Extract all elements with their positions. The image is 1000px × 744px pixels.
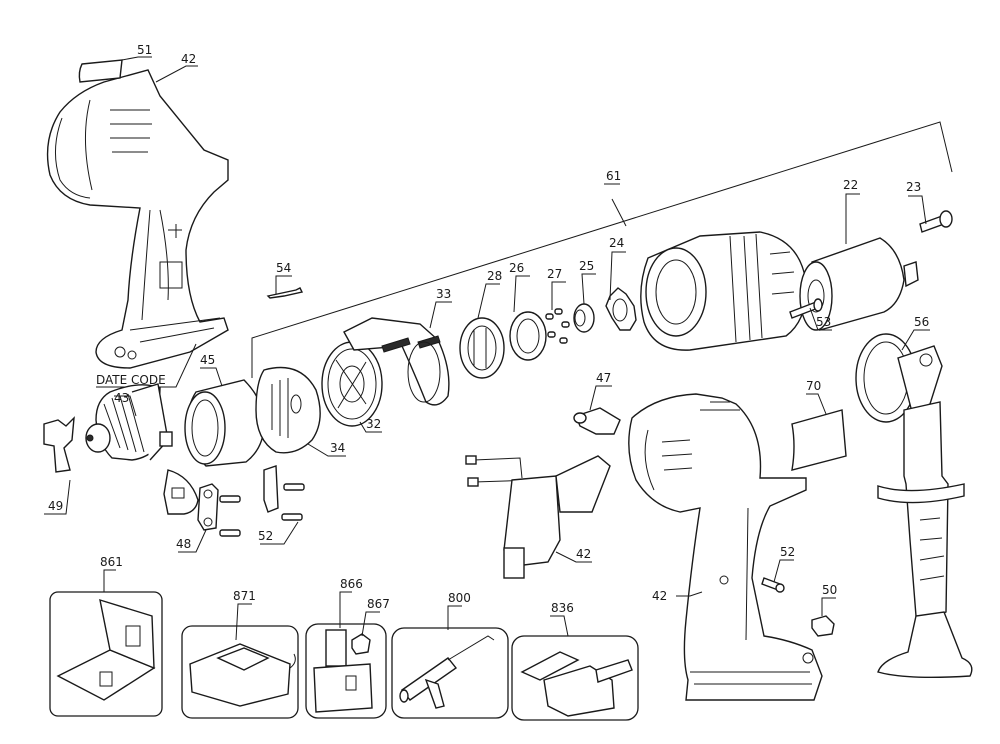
brush-holders[interactable] xyxy=(43,416,199,515)
accessory-battery[interactable] xyxy=(305,623,387,719)
callout-32[interactable]: 32 xyxy=(366,417,381,431)
callout-861[interactable]: 861 xyxy=(100,555,123,569)
callout-47[interactable]: 48 xyxy=(176,537,191,551)
leader-22 xyxy=(845,193,860,244)
callout-26[interactable]: 25 xyxy=(579,259,594,273)
ring-gear[interactable] xyxy=(459,317,505,379)
callout-800[interactable]: 800 xyxy=(448,591,471,605)
clip[interactable] xyxy=(811,615,835,637)
callout-27[interactable]: 27 xyxy=(547,267,562,281)
leader-54 xyxy=(275,275,292,294)
callout-52-left[interactable]: 52 xyxy=(258,529,273,543)
callout-56[interactable]: 56 xyxy=(914,315,929,329)
chuck-screw[interactable] xyxy=(919,210,953,233)
spindle-lock[interactable] xyxy=(573,303,595,333)
switch[interactable] xyxy=(465,455,611,579)
washer[interactable] xyxy=(605,287,637,331)
callout-46[interactable]: 45 xyxy=(200,353,215,367)
accessory-tool-box[interactable] xyxy=(511,635,639,721)
nameplate[interactable] xyxy=(791,409,847,471)
leader-48 xyxy=(589,385,612,411)
callout-53[interactable]: 53 xyxy=(816,315,831,329)
leader-25 xyxy=(513,275,530,313)
callout-49[interactable]: 49 xyxy=(48,499,63,513)
callout-52-right[interactable]: 52 xyxy=(780,545,795,559)
callout-43[interactable]: 42 xyxy=(576,547,591,561)
callout-33[interactable]: 33 xyxy=(436,287,451,301)
chuck[interactable] xyxy=(799,237,919,331)
callout-70[interactable]: 70 xyxy=(806,379,821,393)
housing-screw[interactable] xyxy=(761,577,785,593)
leader-861 xyxy=(103,569,116,592)
leader-32 xyxy=(359,421,382,433)
label-sticker xyxy=(78,59,123,83)
leader-871 xyxy=(235,603,252,641)
gearbox-housing[interactable] xyxy=(640,231,807,351)
leader-33 xyxy=(429,301,452,329)
callout-34[interactable]: 34 xyxy=(330,441,345,455)
callout-28[interactable]: 28 xyxy=(487,269,502,283)
leader-51 xyxy=(121,56,152,61)
callout-45[interactable]: 43 xyxy=(114,391,129,405)
gearbox-screw[interactable] xyxy=(789,298,823,319)
leader-47 xyxy=(178,529,207,553)
callout-867[interactable]: 867 xyxy=(367,597,390,611)
callout-836[interactable]: 836 xyxy=(551,601,574,615)
gearbox-assembly-bracket xyxy=(251,121,953,378)
leader-867 xyxy=(361,611,380,637)
callout-48[interactable]: 47 xyxy=(596,371,611,385)
motor-end-plate[interactable] xyxy=(255,366,321,454)
callout-42-top[interactable]: 42 xyxy=(181,52,196,66)
leader-50 xyxy=(821,597,836,616)
leader-28 xyxy=(477,283,500,319)
callout-61[interactable]: 61 xyxy=(606,169,621,183)
callout-50[interactable]: 50 xyxy=(822,583,837,597)
callout-54[interactable]: 54 xyxy=(276,261,291,275)
leader-52-right xyxy=(773,559,794,583)
housing-right-half[interactable] xyxy=(628,393,823,701)
housing-left-half[interactable] xyxy=(46,69,229,369)
callout-871[interactable]: 871 xyxy=(233,589,256,603)
leader-43 xyxy=(555,551,592,563)
date-code-label: DATE CODE xyxy=(96,373,166,387)
field-magnet[interactable] xyxy=(184,379,265,467)
spring-clip[interactable] xyxy=(266,287,304,299)
leader-46 xyxy=(200,367,223,387)
clutch-ring[interactable] xyxy=(509,311,547,361)
leader-866 xyxy=(339,591,352,628)
callout-51[interactable]: 51 xyxy=(137,43,152,57)
leader-70 xyxy=(806,393,827,415)
leader-53 xyxy=(809,307,832,331)
brush-screws[interactable] xyxy=(263,465,305,521)
accessory-kit-box[interactable] xyxy=(49,591,163,717)
leader-42-top xyxy=(155,65,198,83)
callout-23[interactable]: 23 xyxy=(906,180,921,194)
leader-34 xyxy=(307,443,346,457)
forward-reverse-button[interactable] xyxy=(573,407,621,435)
leader-52-left xyxy=(260,521,299,545)
side-handle[interactable] xyxy=(855,333,973,679)
leader-26 xyxy=(581,273,596,305)
armature[interactable] xyxy=(85,383,173,461)
shifter[interactable] xyxy=(343,317,450,406)
leader-23 xyxy=(908,195,927,225)
callout-22[interactable]: 22 xyxy=(843,178,858,192)
callout-24[interactable]: 24 xyxy=(609,236,624,250)
planetary-gear-set[interactable] xyxy=(321,341,383,427)
pins[interactable] xyxy=(545,308,570,344)
leader-42-bottom xyxy=(676,591,703,597)
accessory-caulk-gun[interactable] xyxy=(391,627,509,719)
brush-clamp[interactable] xyxy=(197,483,241,537)
leader-24 xyxy=(609,251,626,301)
leader-56 xyxy=(901,329,930,351)
leader-49 xyxy=(44,479,71,515)
leader-27 xyxy=(551,281,566,310)
callout-42-bottom[interactable]: 42 xyxy=(652,589,667,603)
callout-866[interactable]: 866 xyxy=(340,577,363,591)
leader-45 xyxy=(114,395,137,417)
callout-25[interactable]: 26 xyxy=(509,261,524,275)
leader-800 xyxy=(447,605,462,630)
accessory-charger[interactable] xyxy=(181,625,299,719)
leader-836 xyxy=(550,615,569,637)
